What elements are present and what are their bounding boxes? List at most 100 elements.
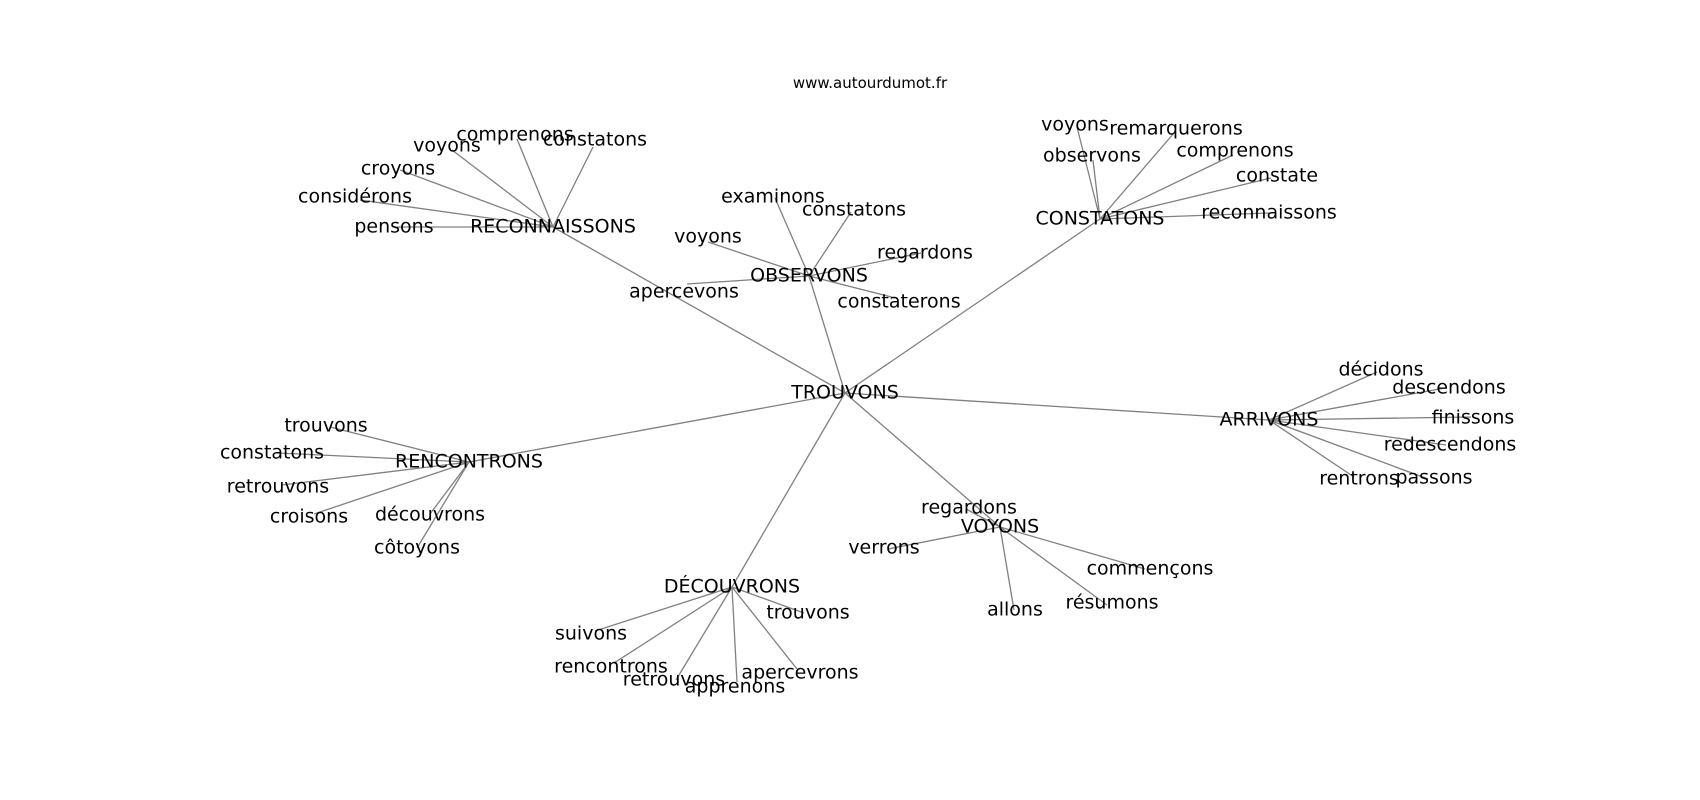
edge-hub-to-word	[808, 252, 922, 277]
edge-hub-to-word	[999, 526, 1146, 570]
hub-node-label: RENCONTRONS	[395, 451, 543, 473]
edge-center-to-hub	[844, 392, 1270, 421]
word-node-label: observons	[1043, 145, 1141, 167]
edge-hub-to-word	[686, 275, 810, 285]
edge-center-to-hub	[844, 218, 1101, 394]
word-node-label: suivons	[555, 623, 627, 645]
edge-hub-to-word	[999, 526, 1015, 611]
edge-center-to-hub	[731, 392, 846, 588]
edge-center-to-hub	[808, 275, 846, 394]
edge-hub-to-word	[1099, 177, 1272, 220]
hub-node-label: ARRIVONS	[1220, 409, 1319, 431]
edge-hub-to-word	[594, 586, 733, 632]
word-node-label: voyons	[1041, 114, 1109, 136]
hub-node-label: DÉCOUVRONS	[664, 575, 800, 598]
word-node-label: comprenons	[1176, 140, 1293, 162]
word-node-label: redescendons	[1384, 434, 1517, 456]
word-node-label: remarquerons	[1109, 118, 1242, 140]
edge-hub-to-word	[731, 586, 738, 683]
word-node-label: trouvons	[284, 415, 367, 437]
word-node-label: découvrons	[375, 504, 485, 526]
word-node-label: décidons	[1338, 359, 1423, 381]
edge-hub-to-word	[516, 138, 554, 228]
edge-hub-to-word	[552, 146, 594, 228]
word-node-label: descendons	[1392, 377, 1505, 399]
hub-node-label: OBSERVONS	[750, 265, 868, 287]
word-node-label: voyons	[413, 135, 481, 157]
word-node-label: apercevons	[629, 281, 739, 303]
edge-hub-to-word	[277, 452, 470, 463]
edge-hub-to-word	[359, 199, 554, 228]
edge-hub-to-word	[707, 241, 810, 277]
word-node-label: examinons	[721, 186, 825, 208]
word-node-label: allons	[987, 599, 1043, 621]
edge-hub-to-word	[887, 526, 1001, 550]
word-node-label: regardons	[921, 497, 1017, 519]
word-node-label: verrons	[848, 537, 919, 559]
edge-hub-to-word	[1076, 126, 1101, 220]
word-node-label: retrouvons	[227, 476, 329, 498]
edge-hub-to-word	[774, 197, 810, 277]
edge-center-to-hub	[844, 392, 1001, 528]
edge-hub-to-word	[1268, 387, 1446, 421]
word-node-label: apprenons	[685, 676, 785, 698]
edge-hub-to-word	[675, 586, 733, 681]
word-node-label: considérons	[298, 186, 412, 208]
edge-hub-to-word	[1099, 154, 1234, 220]
word-node-label: retrouvons	[623, 669, 725, 691]
edge-hub-to-word	[808, 211, 852, 277]
word-node-label: constatons	[220, 442, 324, 464]
edge-hub-to-word	[1092, 159, 1101, 220]
edge-hub-to-word	[451, 149, 554, 228]
edge-hub-to-word	[613, 586, 733, 664]
word-node-label: pensons	[354, 216, 433, 238]
word-node-label: constatons	[802, 199, 906, 221]
word-node-label: croisons	[270, 506, 348, 528]
word-node-label: constaterons	[837, 291, 960, 313]
word-node-label: finissons	[1432, 407, 1515, 429]
graph-labels: www.autourdumot.fr TROUVONS RECONNAISSONS…	[220, 74, 1516, 698]
edge-hub-to-word	[999, 526, 1108, 606]
center-node-label: TROUVONS	[790, 382, 899, 404]
word-node-label: comprenons	[456, 124, 573, 146]
hub-node-label: VOYONS	[961, 516, 1039, 538]
word-node-label: rentrons	[1319, 468, 1399, 490]
edge-hub-to-word	[965, 508, 1001, 528]
edge-hub-to-word	[1268, 419, 1447, 446]
edge-hub-to-word	[1268, 419, 1355, 478]
edge-hub-to-word	[1268, 416, 1472, 421]
edge-hub-to-word	[1268, 371, 1378, 421]
edge-hub-to-word	[281, 461, 470, 486]
graph-edges	[277, 126, 1472, 683]
word-node-label: voyons	[674, 226, 742, 248]
edge-hub-to-word	[399, 169, 554, 228]
word-node-label: croyons	[361, 158, 435, 180]
word-node-label: rencontrons	[554, 656, 668, 678]
word-node-label: reconnaissons	[1201, 202, 1337, 224]
edge-hub-to-word	[313, 461, 470, 515]
word-node-label: constatons	[543, 129, 647, 151]
hub-node-label: CONSTATONS	[1036, 208, 1165, 230]
edge-hub-to-word	[808, 275, 896, 299]
word-node-label: passons	[1395, 467, 1472, 489]
edge-hub-to-word	[1268, 419, 1429, 480]
edge-hub-to-word	[329, 426, 470, 463]
word-node-label: constate	[1236, 165, 1318, 187]
word-node-label: côtoyons	[374, 537, 460, 559]
edge-hub-to-word	[416, 461, 470, 549]
word-node-label: résumons	[1065, 592, 1158, 614]
hub-node-label: RECONNAISSONS	[470, 216, 636, 238]
word-node-label: trouvons	[766, 602, 849, 624]
edge-center-to-hub	[468, 392, 846, 463]
word-node-label: apercevrons	[741, 662, 858, 684]
word-node-label: regardons	[877, 242, 973, 264]
edge-hub-to-word	[731, 586, 798, 670]
edge-hub-to-word	[1099, 212, 1270, 220]
edge-hub-to-word	[429, 461, 470, 515]
source-url: www.autourdumot.fr	[793, 74, 948, 92]
edge-center-to-hub	[552, 226, 846, 394]
edge-hub-to-word	[1099, 132, 1175, 220]
word-node-label: commençons	[1087, 558, 1214, 580]
edge-hub-to-word	[731, 586, 805, 614]
